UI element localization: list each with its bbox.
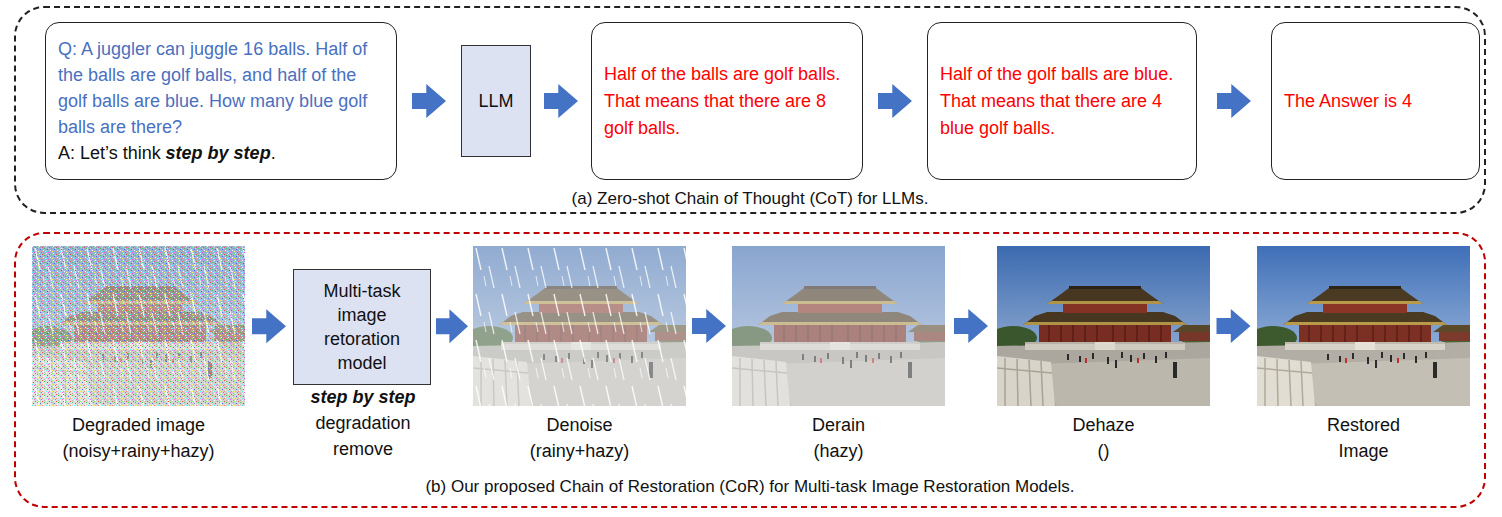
caption-holder: Denoise (rainy+hazy): [515, 412, 645, 464]
image-frame: Denoise (rainy+hazy): [473, 246, 686, 406]
block-arrow: [252, 309, 286, 343]
image-frame: Degraded image (noisy+rainy+hazy): [32, 246, 245, 406]
tone-overlay: [997, 246, 1210, 406]
box-content: The Answer is 4: [1284, 88, 1467, 115]
model-label: Multi-task image retoration model: [300, 279, 424, 375]
box-content: Half of the golf balls are blue. That me…: [940, 61, 1184, 142]
step-by-step-label: step by step: [244, 385, 482, 409]
palace-photo: [24, 246, 252, 406]
model-caption: degradation remove: [303, 410, 423, 462]
caption-holder: step by step: [244, 385, 482, 409]
block-arrow: [412, 84, 446, 118]
caption-holder: Degraded image (noisy+rainy+hazy): [49, 412, 229, 464]
prompt-text: A: Let’s think: [58, 143, 161, 163]
dashed-panel: (a) Zero-shot Chain of Thought (CoT) for…: [14, 6, 1486, 214]
block-arrow: [1217, 84, 1251, 118]
palace-photo: [1249, 246, 1477, 406]
degraded-photo: [24, 246, 252, 406]
rain-overlay: [32, 246, 245, 406]
image-caption: Degraded image (noisy+rainy+hazy): [49, 412, 229, 464]
haze-overlay: [473, 246, 686, 406]
image-caption: Restored Image: [1312, 412, 1416, 464]
reasoning-text: The Answer is 4: [1284, 88, 1467, 115]
block-arrow: [544, 84, 578, 118]
palace-photo: [989, 246, 1217, 406]
question-box: Q: A juggler can juggle 16 balls. Half o…: [45, 22, 397, 180]
palace-photo: [465, 246, 693, 406]
restored-photo: [1249, 246, 1477, 406]
image-caption: Dehaze (): [1067, 412, 1141, 464]
block-arrow: [878, 84, 912, 118]
denoised-photo: [465, 246, 693, 406]
reasoning-step-box: Half of the golf balls are blue. That me…: [927, 22, 1197, 180]
reasoning-step-box: Half of the balls are golf balls. That m…: [591, 22, 863, 180]
caption-holder: Derain (hazy): [797, 412, 881, 464]
question-text: Q: A juggler can juggle 16 balls. Half o…: [58, 36, 384, 140]
llm-label: LLM: [478, 91, 513, 112]
palace-photo: [724, 246, 952, 406]
haze-overlay: [32, 246, 245, 406]
haze-overlay: [732, 246, 945, 406]
block-arrow: [692, 309, 726, 343]
box-content: Q: A juggler can juggle 16 balls. Half o…: [58, 36, 384, 166]
reasoning-text: Half of the golf balls are blue. That me…: [940, 61, 1184, 142]
image-frame: Dehaze (): [997, 246, 1210, 406]
block-arrow: [1217, 309, 1251, 343]
image-frame: Restored Image: [1257, 246, 1470, 406]
box-content: Multi-task image retoration model: [300, 279, 424, 375]
rain-overlay: [473, 246, 686, 406]
dashed-panel: (b) Our proposed Chain of Restoration (C…: [14, 232, 1486, 508]
panel-caption: (b) Our proposed Chain of Restoration (C…: [16, 476, 1484, 498]
block-arrow: [436, 309, 468, 343]
reasoning-text: Half of the balls are golf balls. That m…: [604, 61, 850, 142]
restoration-model-box: Multi-task image retoration modelstep by…: [293, 269, 431, 385]
caption-holder: degradation remove: [303, 410, 423, 462]
caption-holder: (b) Our proposed Chain of Restoration (C…: [16, 476, 1484, 498]
reasoning-step-box: The Answer is 4: [1271, 22, 1480, 180]
panel-caption: (a) Zero-shot Chain of Thought (CoT) for…: [16, 188, 1484, 210]
prompt-period: .: [271, 143, 276, 163]
image-caption: Derain (hazy): [797, 412, 881, 464]
prompt-line: A: Let’s thinkstep by step.: [58, 140, 384, 166]
image-frame: Derain (hazy): [732, 246, 945, 406]
block-arrow: [954, 309, 988, 343]
box-content: LLM: [478, 91, 513, 112]
image-caption: Denoise (rainy+hazy): [515, 412, 645, 464]
prompt-emphasis: step by step: [166, 143, 271, 163]
derained-photo: [724, 246, 952, 406]
box-content: Half of the balls are golf balls. That m…: [604, 61, 850, 142]
llm-box: LLM: [461, 45, 531, 157]
caption-holder: (a) Zero-shot Chain of Thought (CoT) for…: [16, 188, 1484, 210]
dehazed-photo: [989, 246, 1217, 406]
caption-holder: Restored Image: [1312, 412, 1416, 464]
noise-overlay: [32, 246, 245, 406]
caption-holder: Dehaze (): [1067, 412, 1141, 464]
